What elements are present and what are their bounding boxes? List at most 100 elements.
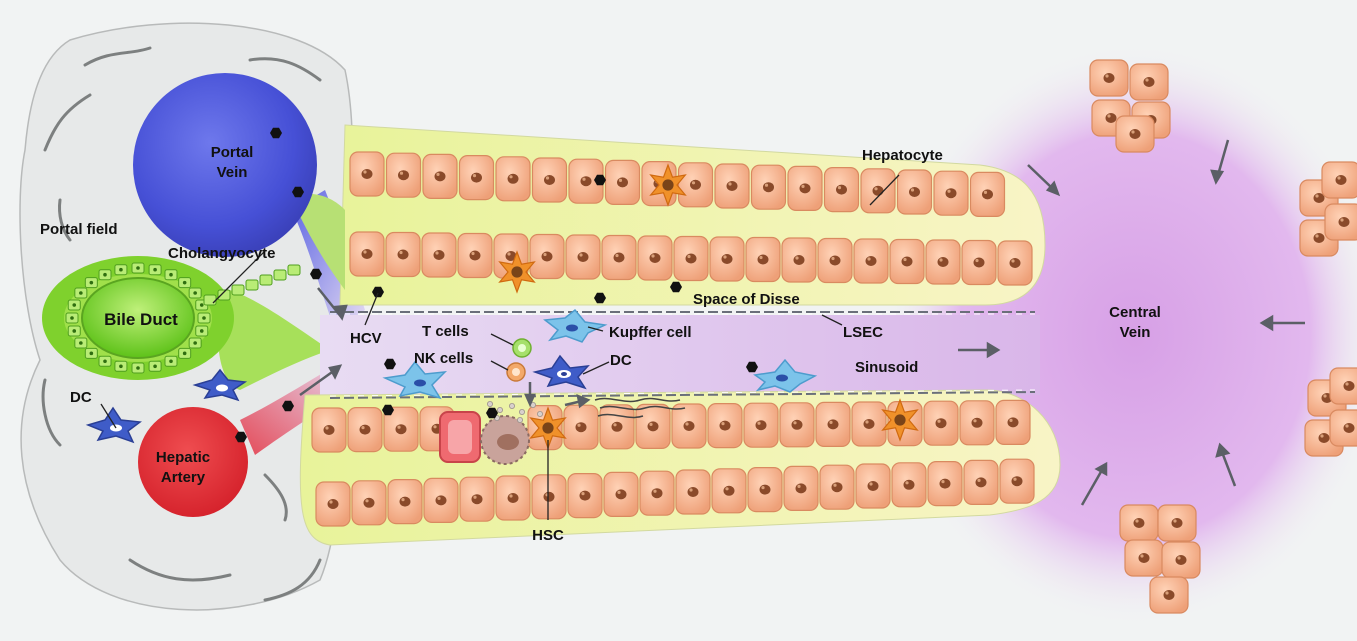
hepatocyte-cell	[1125, 540, 1163, 576]
hepatocyte-label: Hepatocyte	[862, 147, 943, 164]
hepatocyte-cell	[1000, 459, 1034, 503]
hepatocyte-cell	[708, 404, 742, 448]
hepatocyte-cell	[387, 153, 421, 197]
hepatocyte-cell	[352, 481, 386, 525]
hepatocyte-cell	[1150, 577, 1188, 613]
sinusoid-label: Sinusoid	[855, 359, 918, 376]
cholangyocyte-label: Cholangyocyte	[168, 245, 276, 262]
hepatocyte-cell	[602, 236, 636, 280]
debris-dot	[509, 403, 514, 408]
hepatocyte-cell	[926, 240, 960, 284]
cholangiocyte-cell	[274, 270, 286, 280]
hepatocyte-cell	[780, 403, 814, 447]
hepatocyte-cell	[460, 156, 494, 200]
hepatocyte-cell	[960, 401, 994, 445]
portal-field-label: Portal field	[40, 221, 118, 238]
red-blood-cell-highlight	[448, 420, 472, 454]
kupffer-label: Kupffer cell	[609, 324, 692, 341]
portal-vein-label-2: Vein	[217, 164, 248, 181]
hepatocyte-cell	[1330, 368, 1357, 404]
hepatocyte-cell	[1325, 204, 1357, 240]
hepatocyte-cell	[604, 472, 638, 516]
hepatocyte-cell	[566, 235, 600, 279]
hepatocyte-cell	[386, 233, 420, 277]
hepatocyte-cell	[568, 474, 602, 518]
hepatocyte-cell	[852, 402, 886, 446]
hsc-label: HSC	[532, 527, 564, 544]
hepatocyte-cell	[674, 237, 708, 281]
dc-mid-label: DC	[610, 352, 632, 369]
lsec-label: LSEC	[843, 324, 883, 341]
hepatocyte-cell	[606, 160, 640, 204]
hepatocyte-cell	[744, 403, 778, 447]
cholangiocyte-cell	[232, 285, 244, 295]
hepatocyte-cell	[748, 468, 782, 512]
hepatocyte-cell	[782, 238, 816, 282]
hepatocyte-cell	[820, 465, 854, 509]
hepatocyte-cell	[388, 480, 422, 524]
hepatocyte-cell	[350, 232, 384, 276]
nk-cells-label: NK cells	[414, 350, 473, 367]
hepatocyte-cell	[1158, 505, 1196, 541]
hepatocyte-cell	[312, 408, 346, 452]
hepatocyte-cell	[928, 462, 962, 506]
t-cell	[513, 339, 531, 357]
bile-duct-label: Bile Duct	[104, 310, 178, 329]
hepatocyte-cell	[712, 469, 746, 513]
hepatocyte-cell	[638, 236, 672, 280]
hepatocyte-cell	[818, 239, 852, 283]
hepatocyte-cell	[1322, 162, 1357, 198]
hepatocyte-cell	[856, 464, 890, 508]
hepatocyte-cell	[640, 471, 674, 515]
hepatocyte-cell	[1120, 505, 1158, 541]
hepatocyte-cell	[892, 463, 926, 507]
cholangiocyte-cell	[246, 280, 258, 290]
hepatocyte-cell	[533, 158, 567, 202]
hepatocyte-cell	[458, 234, 492, 278]
t-cells-label: T cells	[422, 323, 469, 340]
hepatocyte-cell	[348, 408, 382, 452]
hepatocyte-cell	[752, 165, 786, 209]
hepatocyte-cell	[676, 470, 710, 514]
hepatocyte-cell	[672, 404, 706, 448]
nk-cell	[507, 363, 525, 381]
hepatocyte-cell	[890, 240, 924, 284]
hepatocyte-cell	[1090, 60, 1128, 96]
debris-dot	[537, 411, 542, 416]
hepatocyte-cell	[316, 482, 350, 526]
hepatocyte-cell	[854, 239, 888, 283]
dc-left-label: DC	[70, 389, 92, 406]
hepatocyte-cell	[998, 241, 1032, 285]
hepatocyte-cell	[530, 235, 564, 279]
hepatic-artery-label-2: Artery	[161, 469, 206, 486]
cholangiocyte-cell	[260, 275, 272, 285]
hepatocyte-cell	[710, 237, 744, 281]
hepatocyte-cell	[784, 466, 818, 510]
central-vein-label-2: Vein	[1120, 324, 1151, 341]
hepatocyte-cell	[350, 152, 384, 196]
hepatocyte-cell	[746, 238, 780, 282]
debris-dot	[497, 407, 502, 412]
hepatocyte-cell	[600, 405, 634, 449]
cholangiocyte-cell	[204, 295, 216, 305]
hepatocyte-cell	[715, 164, 749, 208]
hepatic-artery-label: Hepatic	[156, 449, 210, 466]
space-of-disse-label: Space of Disse	[693, 291, 800, 308]
hepatocyte-cell	[424, 478, 458, 522]
hepatocyte-cell	[422, 233, 456, 277]
hcv-label: HCV	[350, 330, 382, 347]
hepatocyte-cell	[1162, 542, 1200, 578]
central-vein-label: Central	[1109, 304, 1161, 321]
hepatocyte-cell	[636, 404, 670, 448]
debris-dot	[519, 409, 524, 414]
dying-hepatocyte	[481, 416, 529, 464]
hepatocyte-cell	[861, 169, 895, 213]
hepatocyte-cell	[825, 168, 859, 212]
hepatocyte-cell	[679, 163, 713, 207]
hepatocyte-cell	[460, 477, 494, 521]
debris-dot	[487, 401, 492, 406]
hepatocyte-cell	[924, 401, 958, 445]
hepatocyte-cell	[1330, 410, 1357, 446]
hepatocyte-cell	[964, 460, 998, 504]
